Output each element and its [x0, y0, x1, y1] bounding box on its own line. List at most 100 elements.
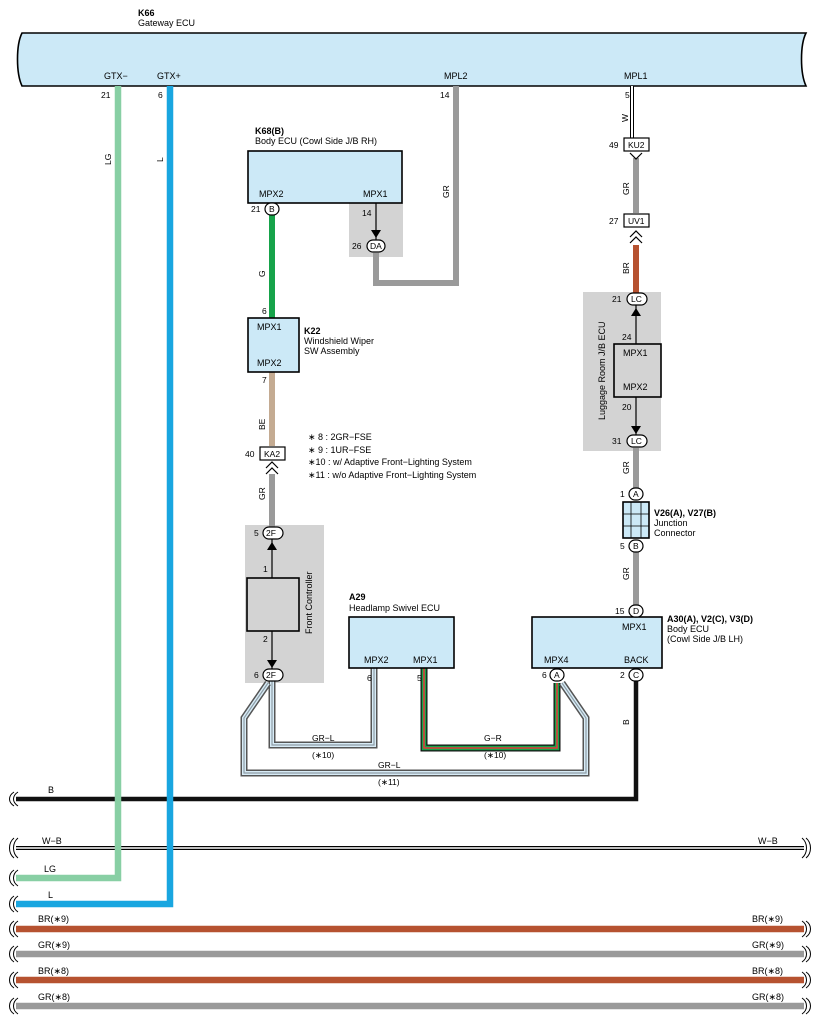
wire-label-grl-11: GR−L: [378, 760, 401, 770]
note-10: ∗10 : w/ Adaptive Front−Lighting System: [308, 457, 472, 467]
wire-b-back[interactable]: [16, 673, 639, 802]
connector-ka2-name: KA2: [264, 449, 280, 459]
pin-2-label: 2: [620, 670, 625, 680]
body-ecu-lh[interactable]: A30(A), V2(C), V3(D) Body ECU (Cowl Side…: [531, 604, 753, 682]
front-controller[interactable]: 2F 5 1 2 2F 6 Front Controller: [246, 526, 314, 682]
body-ecu-lh-mpx4: MPX4: [544, 655, 569, 665]
wire-label-lg: LG: [103, 154, 113, 165]
note-9: ∗ 9 : 1UR−FSE: [308, 445, 371, 455]
connector-ka2-num: 40: [245, 449, 255, 459]
connector-junction-b[interactable]: [628, 539, 644, 553]
body-ecu-lh-code: A30(A), V2(C), V3(D): [667, 614, 753, 624]
pin-num-21: 21: [101, 90, 111, 100]
luggage-label: Luggage Room J/B ECU: [597, 321, 607, 420]
wiper-switch[interactable]: MPX1 MPX2 K22 Windshield Wiper SW Assemb…: [247, 306, 374, 385]
break-mark: [9, 895, 19, 913]
arrow-up-icon: [631, 308, 641, 316]
connector-lc-top-label: LC: [631, 294, 642, 304]
wiper-switch-box: [247, 317, 300, 373]
wire-label-grl-10: GR−L: [312, 733, 335, 743]
wire-lg[interactable]: [16, 86, 122, 882]
body-ecu-lh-name-2: (Cowl Side J/B LH): [667, 634, 743, 644]
wiper-name-1: Windshield Wiper: [304, 336, 374, 346]
wire-label-n10b: (∗10): [484, 750, 506, 760]
arrow-down-icon: [631, 426, 641, 434]
wires: [240, 86, 639, 777]
connector-2f-bottom[interactable]: [262, 668, 284, 682]
body-ecu-lh-mpx1: MPX1: [622, 622, 647, 632]
connector-ku2-name: KU2: [628, 140, 645, 150]
connector-2f-bottom-label: 2F: [266, 670, 276, 680]
junction-bot-conn: B: [633, 541, 639, 551]
connector-uv1-name: UV1: [628, 216, 645, 226]
wire-label-n10a: (∗10): [312, 750, 334, 760]
wiper-name-2: SW Assembly: [304, 346, 360, 356]
connector-da[interactable]: [366, 239, 386, 253]
gateway-ecu[interactable]: K66 Gateway ECU GTX− GTX+ MPL2 MPL1 21 6…: [16, 8, 808, 100]
pin-21-label: 21: [251, 204, 261, 214]
body-ecu-rh-mpx1: MPX1: [363, 189, 388, 199]
chevron-down-icon: [629, 152, 643, 160]
wire-label-be: BE: [257, 418, 267, 430]
body-ecu-lh-box: [531, 616, 663, 669]
connector-junction-a[interactable]: [628, 487, 644, 501]
note-8: ∗ 8 : 2GR−FSE: [308, 432, 372, 442]
connector-lc-top[interactable]: [626, 292, 648, 306]
connector-d[interactable]: [628, 604, 644, 618]
swivel-name: Headlamp Swivel ECU: [349, 603, 440, 613]
bus-label-br8-left: BR(∗8): [38, 966, 69, 976]
front-controller-top-num: 5: [254, 528, 259, 538]
headlamp-swivel-ecu[interactable]: A29 Headlamp Swivel ECU MPX2 MPX1 6 5: [348, 592, 455, 683]
bus-label-l: L: [48, 890, 53, 900]
swivel-pin-5: 5: [417, 673, 422, 683]
connector-ka2[interactable]: KA2 40: [245, 446, 286, 475]
break-mark: [9, 791, 19, 807]
junction-box: [622, 501, 650, 539]
wire-label-gr-ka2: GR: [257, 487, 267, 500]
connector-lc-bottom[interactable]: [626, 434, 648, 448]
bus-label-gr8-left: GR(∗8): [38, 992, 70, 1002]
bus-label-lg: LG: [44, 864, 56, 874]
swivel-mpx2: MPX2: [364, 655, 389, 665]
luggage-bot-num: 31: [612, 436, 622, 446]
body-ecu-rh-name: Body ECU (Cowl Side J/B RH): [255, 136, 377, 146]
headlamp-swivel-ecu-box: [348, 616, 455, 669]
pin-6-label: 6: [542, 670, 547, 680]
body-ecu-rh-box: [247, 150, 403, 204]
connector-uv1[interactable]: UV1 27: [609, 213, 650, 244]
wire-labels: LG L GR W GR BR GR GR G BE GR GR−L (∗10)…: [103, 114, 631, 787]
connector-uv1-box: [623, 213, 650, 228]
connector-a[interactable]: [549, 668, 565, 682]
junction-code: V26(A), V27(B): [654, 508, 716, 518]
body-ecu-lh-name-1: Body ECU: [667, 624, 709, 634]
wire-label-gr-lc: GR: [621, 461, 631, 474]
break-mark: [801, 997, 811, 1015]
connector-b[interactable]: [264, 202, 280, 216]
junction-name-1: Junction: [654, 518, 688, 528]
bus-label-b: B: [48, 785, 54, 795]
luggage-mpx1: MPX1: [623, 348, 648, 358]
connector-ku2[interactable]: KU2 49: [609, 137, 650, 160]
wiper-mpx2: MPX2: [257, 358, 282, 368]
luggage-room-jb-ecu[interactable]: LC 21 24 MPX1 MPX2 20 LC 31 Luggage Room…: [597, 292, 662, 448]
connector-2f-top[interactable]: [262, 526, 284, 540]
connector-b-label: B: [269, 204, 275, 214]
pin-26-label: 26: [352, 241, 362, 251]
body-ecu-lh-back: BACK: [624, 655, 649, 665]
wire-l[interactable]: [16, 86, 174, 908]
wire-grl-11-mid: [242, 681, 588, 775]
luggage-box: [613, 343, 662, 398]
wire-label-b: B: [621, 719, 631, 725]
wire-gr-mpl2[interactable]: [373, 86, 459, 286]
connector-c[interactable]: [628, 668, 644, 682]
wire-label-g: G: [257, 270, 267, 277]
chevron-up-icon: [629, 230, 643, 244]
gateway-code: K66: [138, 8, 155, 18]
wire-grl-11-outer[interactable]: [240, 681, 590, 777]
body-ecu-rh[interactable]: K68(B) Body ECU (Cowl Side J/B RH) MPX2 …: [247, 126, 403, 253]
connector-a-label: A: [554, 670, 560, 680]
swivel-code: A29: [349, 592, 366, 602]
junction-connector[interactable]: A 1 B 5 V26(A), V27(B) Junction Connecto…: [620, 487, 716, 553]
arrow-down-icon: [371, 230, 381, 238]
